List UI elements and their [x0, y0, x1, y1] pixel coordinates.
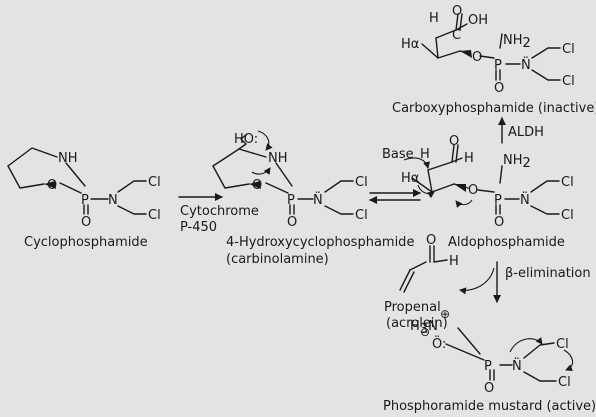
- atom-cl: Cl: [562, 42, 575, 57]
- reaction-arrow-beta-elimination: β-elimination: [459, 261, 591, 303]
- label-base: Base: [382, 147, 414, 162]
- phosphoramide-mustard-structure: H3N ⊕ ⊖ Ö: P O N̈ Cl Cl Phosphoramide mu…: [383, 307, 596, 414]
- carboxyphosphamide-structure: H Hα O OH C O P O NH2 N̈ Cl Cl Carboxyph…: [392, 4, 596, 116]
- cyclophosphamide-structure: NH O P O N Cl Cl Cyclophosphamide: [7, 147, 161, 250]
- atom-cl: Cl: [355, 208, 368, 223]
- atom-h-alpha: Hα: [401, 171, 419, 186]
- atom-cl: Cl: [561, 208, 574, 223]
- atom-o: O: [452, 4, 462, 19]
- atom-o: O: [426, 233, 436, 248]
- label-carbinolamine: (carbinolamine): [226, 252, 329, 267]
- atom-cl: Cl: [148, 208, 161, 223]
- atom-nh: NH: [268, 151, 288, 166]
- label-p450: P-450: [180, 220, 217, 235]
- atom-p: P: [494, 58, 502, 73]
- atom-cl: Cl: [148, 175, 161, 190]
- atom-o-anion: Ö:: [432, 335, 446, 352]
- charge-plus: ⊕: [440, 307, 450, 321]
- atom-cl: Cl: [355, 175, 368, 190]
- atom-ring-o: O: [468, 183, 478, 198]
- atom-ho: HO:: [234, 132, 258, 147]
- atom-o: O: [449, 134, 459, 149]
- label-acrolein: (acrolein): [386, 316, 448, 331]
- atom-p: P: [484, 359, 492, 374]
- atom-cl: Cl: [558, 375, 571, 390]
- charge-minus: ⊖: [420, 325, 430, 339]
- atom-cl: Cl: [561, 175, 574, 190]
- atom-n: N̈: [520, 193, 530, 208]
- label-aldh: ALDH: [508, 125, 544, 140]
- atom-o: O: [287, 215, 297, 230]
- atom-cl: Cl: [556, 337, 569, 352]
- atom-h3n: H3N: [410, 319, 438, 337]
- propenal-structure: O H Propenal (acrolein): [384, 233, 459, 331]
- label-propenal: Propenal: [384, 300, 441, 315]
- atom-h: H: [429, 11, 439, 26]
- atom-oh: OH: [468, 13, 488, 28]
- label-cyclophosphamide: Cyclophosphamide: [24, 235, 148, 250]
- atom-cl: Cl: [562, 74, 575, 89]
- label-beta-elimination: β-elimination: [505, 266, 591, 281]
- atom-n: N̈: [313, 193, 323, 208]
- atom-n: N̈: [521, 58, 531, 73]
- equilibrium-arrows: [369, 189, 421, 204]
- label-cytochrome: Cytochrome: [180, 204, 259, 219]
- atom-ring-o: O: [252, 178, 262, 193]
- atom-c: C: [452, 28, 461, 43]
- atom-n: N: [108, 193, 118, 208]
- atom-o: O: [494, 215, 504, 230]
- atom-p: P: [494, 193, 502, 208]
- atom-o: O: [494, 81, 504, 96]
- atom-n: N̈: [512, 359, 522, 374]
- atom-nh: NH: [58, 151, 78, 166]
- atom-h: H: [464, 151, 474, 166]
- atom-o: O: [81, 215, 91, 230]
- atom-nh2: NH2: [503, 33, 531, 51]
- atom-h: H: [420, 147, 430, 162]
- atom-o: O: [484, 381, 494, 396]
- reaction-arrow-aldh: ALDH: [498, 117, 544, 144]
- atom-h-alpha: Hα: [401, 37, 419, 52]
- atom-ring-o: O: [47, 178, 57, 193]
- hydroxycyclophosphamide-structure: HO: NH O P O N̈ Cl Cl 4-Hydroxycyclophos…: [212, 130, 414, 267]
- atom-p: P: [287, 193, 295, 208]
- atom-nh2: NH2: [503, 153, 531, 171]
- atom-p: P: [81, 193, 89, 208]
- atom-ring-o: O: [472, 50, 482, 65]
- atom-h: H: [449, 254, 459, 269]
- reaction-arrow-cyp450: Cytochrome P-450: [178, 193, 259, 235]
- label-carboxyphosphamide: Carboxyphosphamide (inactive): [392, 101, 596, 116]
- aldophosphamide-structure: Base Hα H O H O P O NH2 N̈ Cl Cl Aldopho…: [382, 134, 574, 250]
- label-hydroxycyclophosphamide: 4-Hydroxycyclophosphamide: [226, 235, 414, 250]
- label-phosphoramide-mustard: Phosphoramide mustard (active): [383, 399, 596, 414]
- label-aldophosphamide: Aldophosphamide: [448, 235, 565, 250]
